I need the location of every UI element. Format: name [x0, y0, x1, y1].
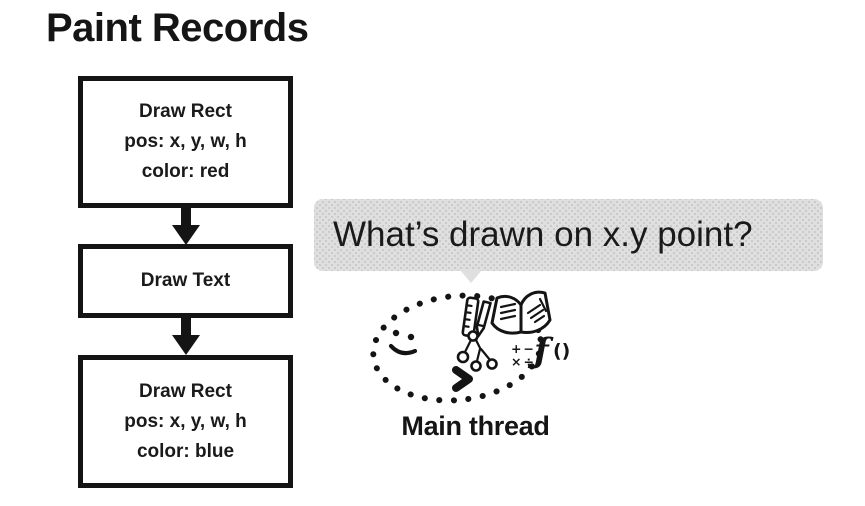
box-line: Draw Rect [139, 380, 232, 402]
box-line: color: blue [136, 440, 235, 462]
smiley-face-icon [388, 329, 418, 356]
math-operators-icon: +− ×÷ [511, 341, 536, 369]
arrow-stem [181, 318, 191, 335]
speech-bubble: What’s drawn on x.y point? [314, 199, 823, 271]
flow-box-draw-text: Draw Text [78, 244, 293, 318]
box-line: Draw Text [140, 270, 231, 291]
flow-box-draw-rect-blue: Draw Rect pos: x, y, w, h color: blue [78, 355, 293, 488]
event-loop-icon [370, 292, 544, 404]
arrow-head [172, 335, 200, 355]
box-line: Draw Rect [139, 101, 232, 122]
arrow-stem [181, 208, 191, 225]
function-icon: ƒ () [527, 331, 570, 371]
arrow-down-icon [172, 208, 200, 245]
dom-tree-icon [456, 330, 498, 372]
math-row-2: ×÷ [511, 354, 536, 369]
function-parens: () [553, 340, 570, 362]
main-thread-illustration: +− ×÷ ƒ () [370, 290, 570, 404]
box-line: color: red [141, 161, 230, 182]
pencil-icon [475, 300, 492, 338]
main-thread-label: Main thread [401, 411, 550, 441]
arrow-head [172, 225, 200, 245]
flow-box-draw-rect-red: Draw Rect pos: x, y, w, h color: red [78, 76, 293, 208]
book-icon [490, 290, 552, 335]
page-title: Paint Records [46, 6, 309, 50]
speech-bubble-text: What’s drawn on x.y point? [333, 215, 753, 254]
math-row-1: +− [511, 341, 536, 356]
arrow-down-icon [172, 318, 200, 355]
speech-bubble-tail-icon [460, 270, 482, 283]
box-line: pos: x, y, w, h [124, 410, 247, 432]
box-line: pos: x, y, w, h [124, 131, 247, 152]
